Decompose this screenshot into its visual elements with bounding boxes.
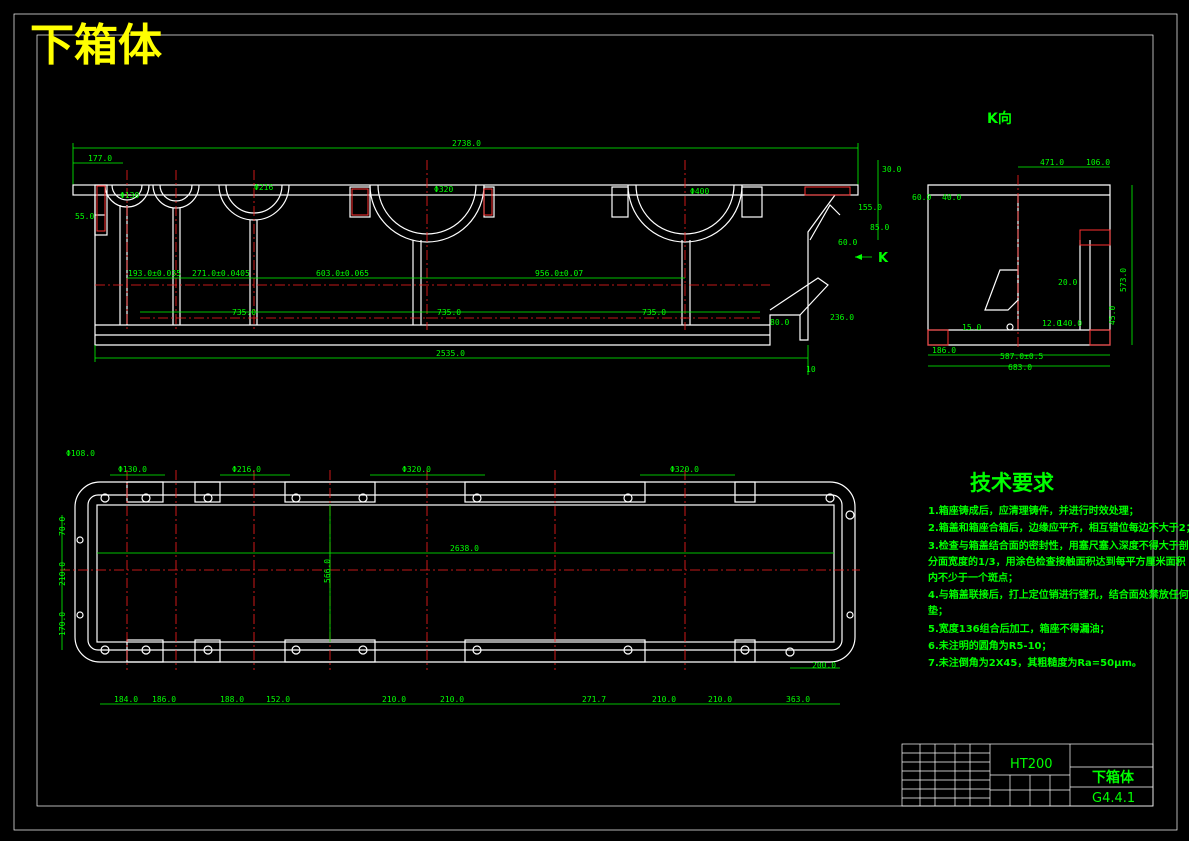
dim-h55: 55.0 bbox=[75, 212, 94, 221]
top-dim-152: 152.0 bbox=[266, 695, 290, 704]
title-block-drawing-no: G4.4.1 bbox=[1092, 791, 1135, 806]
sheet-title: 下箱体 bbox=[30, 20, 162, 71]
side-dim-20: 20.0 bbox=[1058, 278, 1077, 287]
tech-note-1: 1.箱座铸成后，应清理铸件，并进行时效处理； bbox=[928, 504, 1139, 517]
bore-label-1: Φ130 bbox=[120, 191, 139, 200]
tech-note-2: 2.箱盖和箱座合箱后，边缘应平齐，相互错位每边不大于2； bbox=[928, 521, 1189, 534]
side-view: K向 471.0 106.0 60.0 40.0 573.0 20.0 45.0… bbox=[912, 110, 1133, 372]
tech-note-4b: 垫； bbox=[928, 604, 948, 617]
arrow-k-label: K bbox=[878, 251, 889, 266]
top-hole-1: Φ108.0 bbox=[66, 449, 95, 458]
top-dim-188: 188.0 bbox=[220, 695, 244, 704]
dim-span4: 956.0±0.07 bbox=[535, 269, 583, 278]
top-dim-210b: 210.0 bbox=[440, 695, 464, 704]
top-dim-210a: 210.0 bbox=[382, 695, 406, 704]
dim-60: 60.0 bbox=[838, 238, 857, 247]
top-dim-210d: 210.0 bbox=[708, 695, 732, 704]
tech-note-3c: 内不少于一个斑点； bbox=[928, 571, 1018, 584]
technical-requirements: 技术要求 1.箱座铸成后，应清理铸件，并进行时效处理； 2.箱盖和箱座合箱后，边… bbox=[928, 471, 1189, 669]
top-dim-h210: 210.0 bbox=[58, 562, 67, 586]
side-dim-140: 140.0 bbox=[1058, 319, 1082, 328]
dim-735c: 735.0 bbox=[642, 308, 666, 317]
bore-label-4: Φ400 bbox=[690, 187, 709, 196]
front-view: 2738.0 177.0 bbox=[72, 139, 901, 375]
dim-span2: 271.0±0.0405 bbox=[192, 269, 250, 278]
top-dim-h170: 170.0 bbox=[58, 612, 67, 636]
inner-frame bbox=[36, 34, 1154, 807]
dim-735a: 735.0 bbox=[232, 308, 256, 317]
side-dim-587: 587.0±0.5 bbox=[1000, 352, 1044, 361]
tech-note-4: 4.与箱盖联接后，打上定位销进行镗孔，结合面处禁放任何衬 bbox=[928, 588, 1189, 601]
dim-span1: 193.0±0.035 bbox=[128, 269, 181, 278]
dim-236: 236.0 bbox=[830, 313, 854, 322]
top-dim-width: 566.0 bbox=[323, 559, 332, 583]
top-dim-186: 186.0 bbox=[152, 695, 176, 704]
top-dim-200: 200.0 bbox=[812, 661, 836, 670]
tech-note-6: 6.未注明的圆角为R5-10； bbox=[928, 639, 1051, 652]
dim-overall-top: 2738.0 bbox=[452, 139, 481, 148]
dim-left-offset: 177.0 bbox=[88, 154, 112, 163]
side-dim-12: 12.0 bbox=[1042, 319, 1061, 328]
side-dim-573: 573.0 bbox=[1119, 268, 1128, 292]
top-dim-210c: 210.0 bbox=[652, 695, 676, 704]
side-dim-471: 471.0 bbox=[1040, 158, 1064, 167]
side-dim-15: 15.0 bbox=[962, 323, 981, 332]
tech-note-5: 5.宽度136组合后加工，箱座不得漏油； bbox=[928, 622, 1110, 635]
top-hole-2: Φ130.0 bbox=[118, 465, 147, 474]
tech-note-3b: 分面宽度的1/3，用涂色检查接触面积达到每平方厘米面积 bbox=[928, 555, 1186, 568]
tech-title: 技术要求 bbox=[970, 471, 1054, 495]
title-block-material: HT200 bbox=[1010, 757, 1053, 772]
dim-155: 155.0 bbox=[858, 203, 882, 212]
tech-note-7: 7.未注倒角为2X45，其粗糙度为Ra=50μm。 bbox=[928, 656, 1142, 669]
side-dim-40: 40.0 bbox=[942, 193, 961, 202]
dim-span3: 603.0±0.065 bbox=[316, 269, 369, 278]
title-block-part-name: 下箱体 bbox=[1092, 769, 1135, 786]
side-dim-60: 60.0 bbox=[912, 193, 931, 202]
bore-label-2: Φ216 bbox=[254, 183, 273, 192]
outer-frame bbox=[13, 13, 1178, 831]
top-dim-363: 363.0 bbox=[786, 695, 810, 704]
dim-10: 10 bbox=[806, 365, 816, 374]
side-dim-683: 683.0 bbox=[1008, 363, 1032, 372]
top-dim-length: 2638.0 bbox=[450, 544, 479, 553]
title-block: HT200 下箱体 G4.4.1 bbox=[901, 743, 1154, 807]
top-dim-184: 184.0 bbox=[114, 695, 138, 704]
dim-h85: 85.0 bbox=[870, 223, 889, 232]
top-hole-3: Φ216.0 bbox=[232, 465, 261, 474]
bolt-holes bbox=[76, 493, 855, 657]
tech-note-3: 3.检查与箱盖结合面的密封性，用塞尺塞入深度不得大于剖 bbox=[928, 539, 1189, 552]
top-hole-4: Φ320.0 bbox=[402, 465, 431, 474]
side-dim-106: 106.0 bbox=[1086, 158, 1110, 167]
top-view: 2638.0 566.0 Φ108.0 Φ130.0 Φ216.0 Φ320.0… bbox=[58, 449, 860, 705]
dim-735b: 735.0 bbox=[437, 308, 461, 317]
bore-label-3: Φ320 bbox=[434, 185, 453, 194]
dim-h30: 30.0 bbox=[882, 165, 901, 174]
side-dim-186: 186.0 bbox=[932, 346, 956, 355]
top-dim-h70: 70.0 bbox=[58, 517, 67, 536]
side-dim-45: 45.0 bbox=[1108, 306, 1117, 325]
view-label-k: K向 bbox=[987, 110, 1012, 127]
top-hole-5: Φ320.0 bbox=[670, 465, 699, 474]
top-dim-2717: 271.7 bbox=[582, 695, 606, 704]
dim-80: 80.0 bbox=[770, 318, 789, 327]
dim-overall-bottom: 2535.0 bbox=[436, 349, 465, 358]
